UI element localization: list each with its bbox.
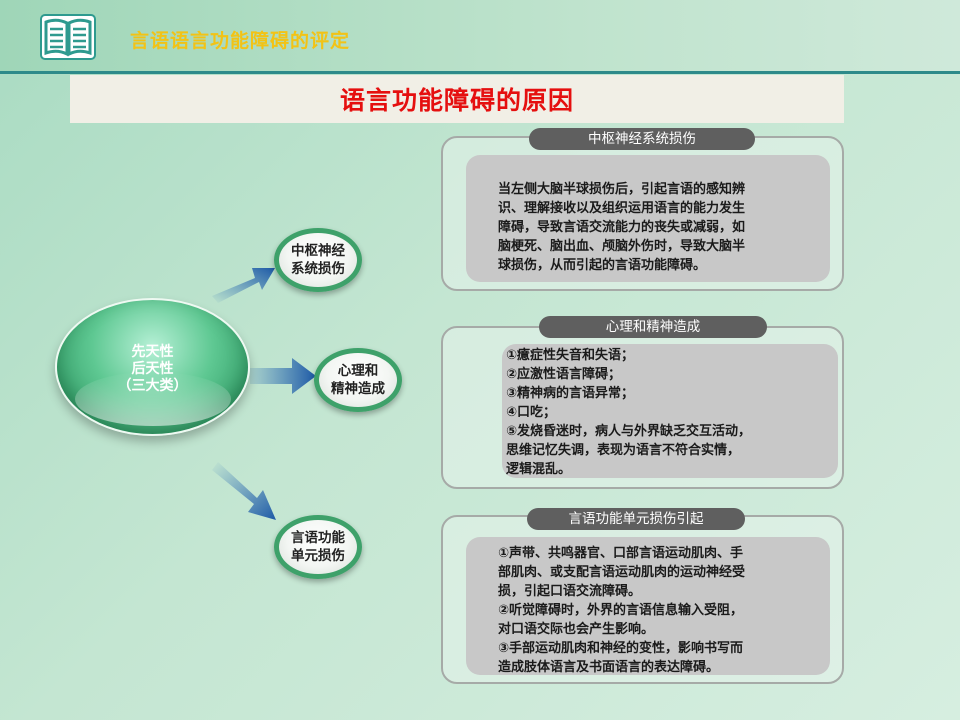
panel-label: 言语功能单元损伤引起 (527, 508, 745, 530)
center-sphere: 先天性 后天性 （三大类） (55, 298, 250, 436)
book-icon (40, 14, 96, 60)
header-divider (0, 71, 960, 74)
panel-speech-unit-injury: 言语功能单元损伤引起 ①声带、共鸣器官、口部言语运动肌肉、手 部肌肉、或支配言语… (441, 508, 844, 684)
slide-title: 语言功能障碍的原因 (339, 86, 574, 115)
panel-body: ①声带、共鸣器官、口部言语运动肌肉、手 部肌肉、或支配言语运动肌肉的运动神经受 … (466, 537, 830, 675)
panel-psych-mental: 心理和精神造成 ①癔症性失音和失语； ②应激性语言障碍； ③精神病的言语异常； … (441, 316, 844, 489)
panel-label: 心理和精神造成 (539, 316, 767, 338)
panel-body: 当左侧大脑半球损伤后，引起言语的感知辨 识、理解接收以及组织运用语言的能力发生 … (466, 155, 830, 282)
header-band (0, 0, 960, 72)
slide-title-bar: 语言功能障碍的原因 (70, 75, 844, 123)
arrow-to-node-1 (212, 268, 275, 303)
panel-label: 中枢神经系统损伤 (529, 128, 755, 150)
arrow-to-node-2 (250, 358, 316, 394)
node-psych-mental: 心理和 精神造成 (314, 348, 402, 412)
panel-cns-injury: 中枢神经系统损伤 当左侧大脑半球损伤后，引起言语的感知辨 识、理解接收以及组织运… (441, 128, 844, 291)
panel-body: ①癔症性失音和失语； ②应激性语言障碍； ③精神病的言语异常； ④口吃； ⑤发烧… (502, 344, 838, 478)
deck-title: 言语语言功能障碍的评定 (130, 30, 351, 52)
node-cns-injury: 中枢神经 系统损伤 (274, 228, 362, 292)
node-speech-unit-injury: 言语功能 单元损伤 (274, 515, 362, 579)
arrow-to-node-3 (212, 462, 276, 520)
center-sphere-text: 先天性 后天性 （三大类） (117, 344, 188, 394)
